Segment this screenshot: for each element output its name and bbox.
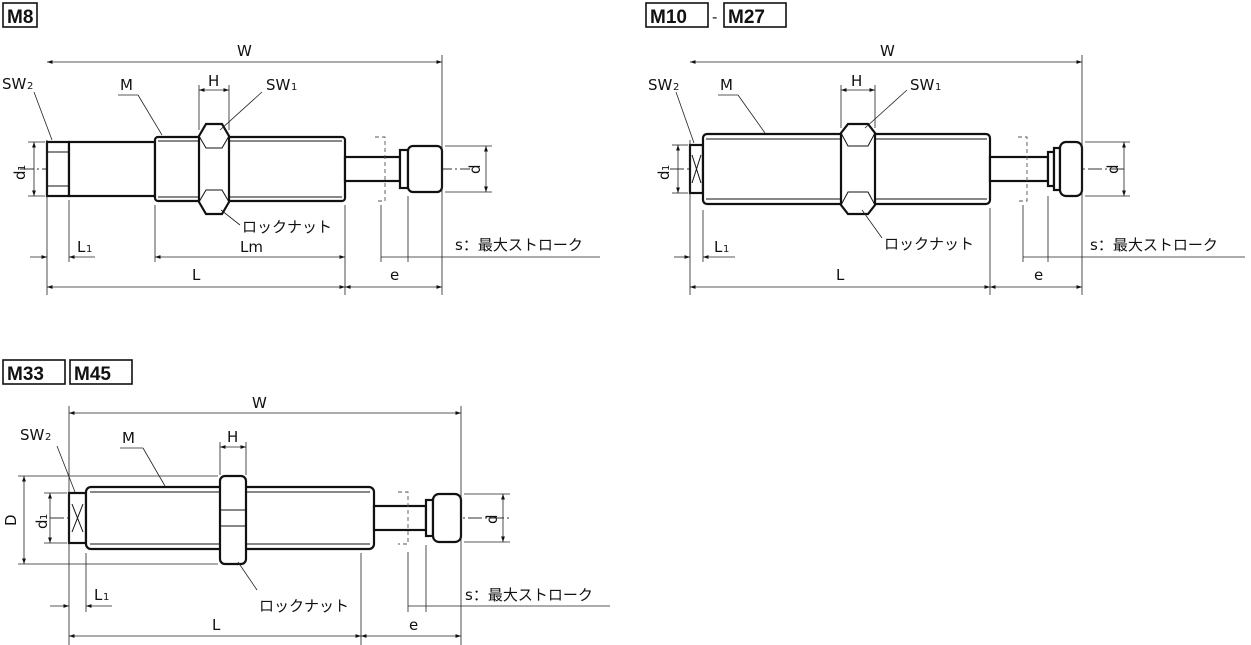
title-m33: M33	[7, 364, 44, 385]
shock-absorber-body	[45, 135, 347, 203]
label-locknut: ロックナット	[242, 218, 332, 236]
label-w-3: W	[252, 394, 267, 412]
label-l1-3: L	[94, 586, 103, 604]
label-m-2: M	[720, 76, 733, 94]
title-box-m45	[69, 359, 133, 385]
button-head-3	[431, 492, 463, 544]
label-sw2-sub-2: 2	[673, 82, 679, 93]
title-m8: M8	[7, 7, 33, 28]
label-sw2-sub-3: 2	[45, 432, 51, 443]
label-e-3: e	[409, 616, 418, 634]
piston-rod	[343, 155, 402, 183]
label-sw1-sub-2: 1	[935, 82, 941, 93]
title-box-m8	[2, 2, 38, 28]
label-d1-sub-2: 1	[661, 165, 672, 171]
view-m10-m27: M10 - M27 W H M	[645, 2, 1245, 295]
label-stroke-3: s：最大ストローク	[465, 586, 593, 604]
rear-hex	[45, 140, 71, 198]
label-d1-sub-3: 1	[39, 514, 50, 520]
label-stroke: s：最大ストローク	[455, 236, 583, 254]
label-l1-2: L	[714, 238, 723, 256]
label-stroke-2: s：最大ストローク	[1090, 236, 1218, 254]
label-d1-3: d	[33, 519, 51, 529]
label-sw2-2: SW	[648, 76, 673, 94]
label-l1-sub-2: 1	[723, 244, 729, 255]
title-box-m10	[645, 2, 709, 28]
button-head	[406, 144, 444, 194]
label-l-2: L	[836, 266, 845, 284]
label-h-2: H	[851, 72, 862, 90]
label-d-3: d	[483, 514, 501, 524]
title-separator: -	[712, 8, 717, 26]
rod-collar	[398, 148, 410, 190]
label-m-3: M	[122, 429, 135, 447]
label-d1-2: d	[655, 170, 673, 180]
label-sw2: SW	[2, 75, 27, 93]
stroke-limit-dashed	[375, 136, 386, 202]
label-l: L	[192, 266, 201, 284]
title-box-m27	[723, 2, 787, 28]
view-m33-m45: M33 M45 W H M SW	[2, 359, 610, 645]
label-l1-sub: 1	[86, 244, 92, 255]
lock-nut-2	[839, 122, 877, 216]
piston-rod-2	[988, 155, 1050, 183]
threaded-section	[67, 140, 157, 198]
lock-nut-3	[218, 474, 248, 566]
piston-rod-3	[372, 504, 428, 532]
view-m8: M8 W H	[2, 2, 600, 295]
label-locknut-2: ロックナット	[884, 235, 974, 253]
label-lm: Lm	[240, 238, 263, 256]
label-sw1: SW	[266, 76, 291, 94]
main-body	[153, 135, 347, 203]
label-e: e	[390, 266, 399, 284]
lock-nut	[197, 122, 231, 216]
label-h: H	[208, 72, 219, 90]
label-d-2: d	[1104, 164, 1122, 174]
stroke-limit-dashed-2	[1018, 136, 1028, 202]
title-m27: M27	[728, 7, 765, 28]
button-head-2	[1058, 140, 1084, 198]
label-e-2: e	[1034, 266, 1043, 284]
title-box-m33	[2, 359, 66, 385]
label-sw1-sub: 1	[291, 82, 297, 93]
label-l1: L	[77, 238, 86, 256]
label-h-3: H	[227, 428, 238, 446]
label-sw2-3: SW	[20, 426, 45, 444]
label-l1-sub-3: 1	[103, 592, 109, 603]
label-w-2: W	[880, 42, 895, 60]
label-d-big: D	[2, 514, 20, 526]
stroke-limit-dashed-3	[398, 491, 409, 545]
title-m10: M10	[650, 7, 687, 28]
label-d: d	[466, 164, 484, 174]
label-locknut-3: ロックナット	[259, 597, 349, 615]
label-l-3: L	[212, 616, 221, 634]
label-w: W	[237, 42, 252, 60]
label-sw1-2: SW	[910, 76, 935, 94]
title-m45: M45	[74, 364, 111, 385]
label-sw2-sub: 2	[27, 81, 33, 92]
label-d1-sub: 1	[17, 165, 28, 171]
label-d1: d	[11, 170, 29, 180]
label-m: M	[120, 76, 133, 94]
